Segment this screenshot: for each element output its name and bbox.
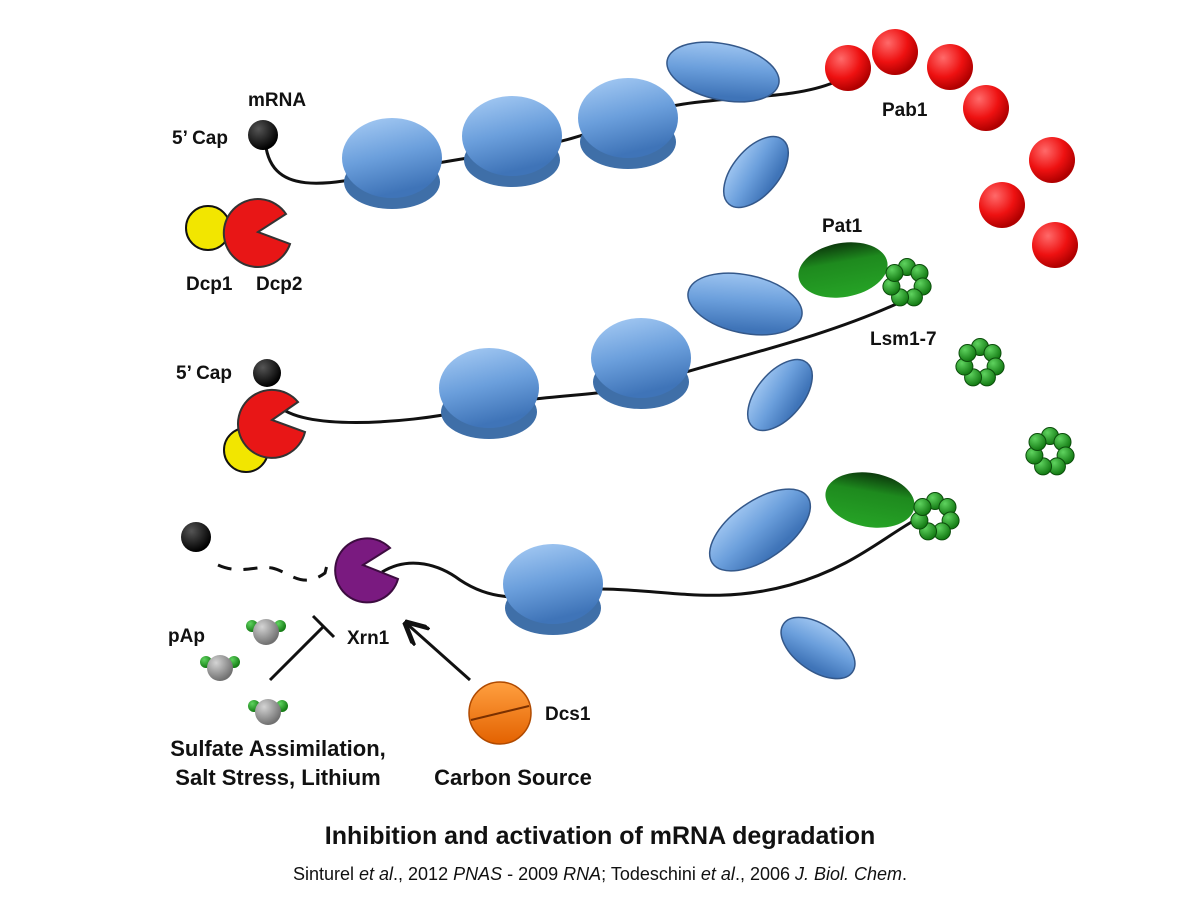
free-subunit-mid-1 xyxy=(687,272,803,336)
pap-molecule-3 xyxy=(248,699,288,725)
degraded-fragment xyxy=(217,563,329,582)
pab1-label: Pab1 xyxy=(882,100,928,121)
inhibition-arrow xyxy=(268,614,336,682)
lsm-subunit xyxy=(958,344,977,363)
pat1-bottom xyxy=(825,472,915,528)
ref-part: et al xyxy=(359,864,394,884)
ref-part: - 2009 xyxy=(502,864,564,884)
lsm-ring-free-1 xyxy=(955,338,1005,387)
pap-molecule-1 xyxy=(246,619,286,645)
ref-part: ., 2006 xyxy=(734,864,795,884)
xrn1-label: Xrn1 xyxy=(347,628,390,649)
pat1-label: Pat1 xyxy=(822,216,863,237)
dcs1-label: Dcs1 xyxy=(545,704,591,725)
free-subunit-bottom-1 xyxy=(708,488,812,572)
ribosome-bottom-1 xyxy=(503,544,603,635)
ribosome-top-1 xyxy=(342,118,442,209)
cap-top-label: 5’ Cap xyxy=(172,128,228,149)
carbon-source-label: Carbon Source xyxy=(434,765,592,790)
ref-part: . xyxy=(902,864,908,884)
ref-part: PNAS xyxy=(453,864,503,884)
sulfate-label-line2: Salt Stress, Lithium xyxy=(175,765,380,790)
free-subunit-top-2 xyxy=(723,135,789,209)
lsm-label: Lsm1-7 xyxy=(870,329,937,350)
ref-part: et al xyxy=(700,864,735,884)
ribosome-top-3 xyxy=(578,78,678,169)
decapping-complex-free xyxy=(185,198,292,269)
lsm-subunit xyxy=(885,264,904,283)
cap-mid xyxy=(253,359,281,387)
cap-released xyxy=(181,522,211,552)
lsm-ring-free-2 xyxy=(1025,427,1075,476)
free-subunit-top-1 xyxy=(666,41,780,103)
cap-top xyxy=(248,120,278,150)
ribosome-top-2 xyxy=(462,96,562,187)
ribosome-mid-1 xyxy=(439,348,539,439)
dcs1-protein xyxy=(468,681,532,745)
ref-part: Sinturel xyxy=(292,864,359,884)
activation-arrow xyxy=(406,623,471,682)
decapping-complex-bound xyxy=(223,388,307,473)
ribosome-mid-2 xyxy=(591,318,691,409)
dcp2-label: Dcp2 xyxy=(256,274,302,295)
ref-part: RNA xyxy=(563,864,602,884)
mrna-label: mRNA xyxy=(248,90,306,111)
sulfate-label-line1: Sulfate Assimilation, xyxy=(170,736,386,761)
ref-part: ; Todeschini xyxy=(601,864,701,884)
lsm-ring-mid xyxy=(882,258,932,307)
pap-nucleotide xyxy=(253,619,279,645)
free-subunit-mid-2 xyxy=(747,358,813,432)
mrna-strand-mid xyxy=(276,298,906,424)
mrna-strand-bottom xyxy=(381,518,916,599)
pap-nucleotide xyxy=(255,699,281,725)
caption-reference: Sinturel et al., 2012 PNAS - 2009 RNA; T… xyxy=(0,864,1200,885)
lsm-subunit xyxy=(1028,433,1047,452)
lsm-ring-bottom xyxy=(910,492,960,541)
ref-part: ., 2012 xyxy=(393,864,454,884)
dcp1-label: Dcp1 xyxy=(186,274,233,295)
caption-title: Inhibition and activation of mRNA degrad… xyxy=(324,822,876,850)
pap-label: pAp xyxy=(168,626,205,647)
pat1-mid xyxy=(798,242,888,298)
free-subunit-bottom-2 xyxy=(780,616,856,680)
cap-mid-label: 5’ Cap xyxy=(176,363,232,384)
pap-nucleotide xyxy=(207,655,233,681)
lsm-subunit xyxy=(913,498,932,517)
pap-molecule-2 xyxy=(200,655,240,681)
xrn1-enzyme xyxy=(334,537,400,604)
ref-part: J. Biol. Chem xyxy=(794,864,903,884)
pab1-chain xyxy=(825,29,1078,268)
